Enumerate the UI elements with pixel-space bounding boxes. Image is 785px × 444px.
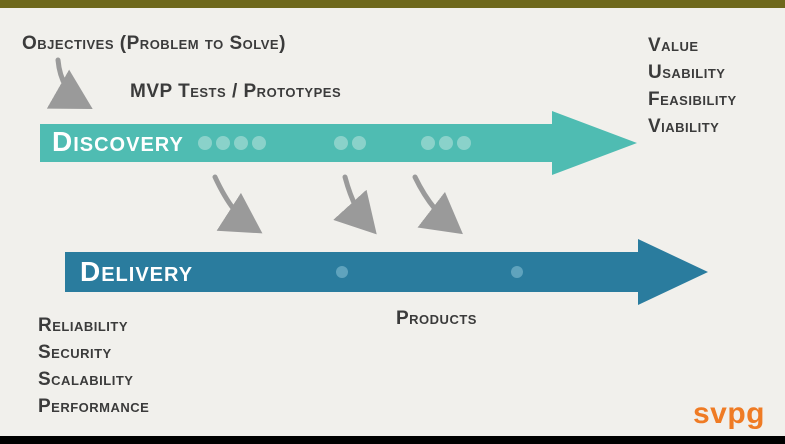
progress-dot: [198, 136, 212, 150]
discovery-to-delivery-arrow: [333, 174, 377, 235]
discovery-risks-list: Value Usability Feasibility Viability: [648, 32, 737, 140]
progress-dot: [457, 136, 471, 150]
delivery-qualities-list: Reliability Security Scalability Perform…: [38, 312, 149, 420]
delivery-arrow: [65, 239, 708, 305]
progress-dot: [511, 266, 523, 278]
progress-dot: [334, 136, 348, 150]
list-item: Value: [648, 35, 699, 56]
delivery-dots: [336, 266, 523, 278]
progress-dot: [252, 136, 266, 150]
progress-dot: [216, 136, 230, 150]
objectives-to-discovery-arrow: [46, 57, 93, 109]
discovery-dot-clusters: [198, 136, 471, 150]
discovery-to-delivery-arrow: [412, 174, 463, 235]
list-item: Reliability: [38, 315, 128, 336]
list-item: Performance: [38, 396, 150, 417]
progress-dot: [439, 136, 453, 150]
objectives-label: Objectives (Problem to Solve): [22, 33, 286, 54]
list-item: Usability: [648, 62, 726, 83]
top-letterbox-bar: [0, 0, 785, 8]
progress-dot: [234, 136, 248, 150]
bottom-letterbox-bar: [0, 436, 785, 444]
list-item: Viability: [648, 116, 720, 137]
discovery-to-delivery-arrow: [212, 174, 263, 234]
slide-background: [0, 8, 785, 436]
discovery-arrow-label: Discovery: [52, 126, 184, 157]
progress-dot: [336, 266, 348, 278]
mvp-tests-label: MVP Tests / Prototypes: [130, 81, 342, 102]
progress-dot: [421, 136, 435, 150]
progress-dot: [352, 136, 366, 150]
svpg-logo: svpg: [692, 397, 765, 430]
products-label: Products: [396, 308, 477, 329]
delivery-arrow-label: Delivery: [80, 256, 194, 287]
list-item: Feasibility: [648, 89, 737, 110]
list-item: Scalability: [38, 369, 134, 390]
list-item: Security: [38, 342, 112, 363]
